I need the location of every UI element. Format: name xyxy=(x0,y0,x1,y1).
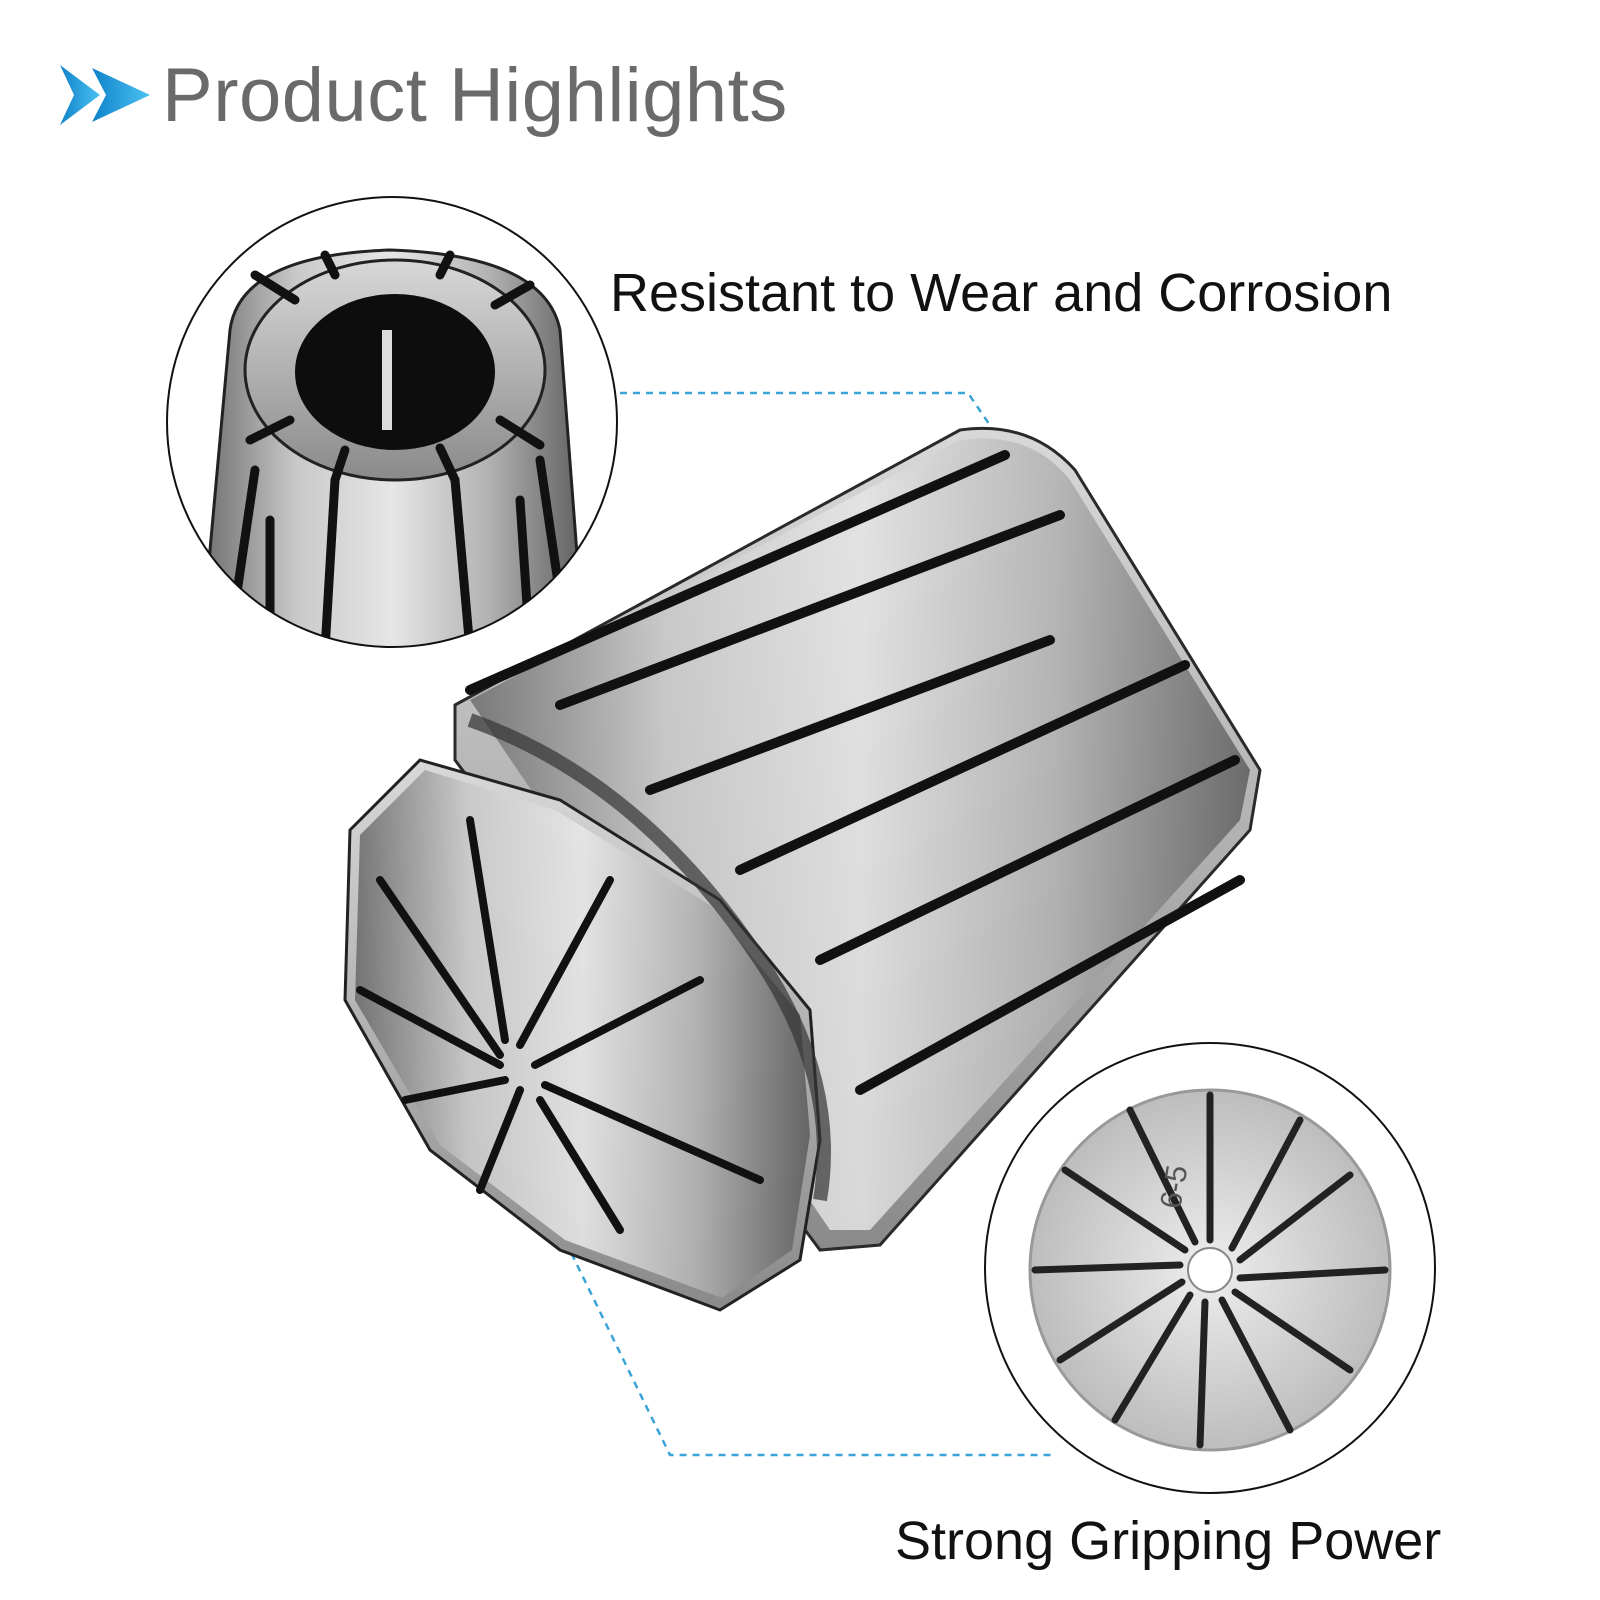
leader-line-bottom xyxy=(558,1229,1055,1457)
callout-wear-resistance: Resistant to Wear and Corrosion xyxy=(610,263,1393,323)
collet-marking: 6-5 xyxy=(1154,1163,1194,1211)
double-chevron-right-icon xyxy=(60,65,150,125)
page-title: Product Highlights xyxy=(162,52,788,138)
callout-gripping-power: Strong Gripping Power xyxy=(895,1511,1442,1571)
leader-line-top xyxy=(620,391,1002,441)
collet-main-image xyxy=(343,426,1262,1312)
detail-circle-bottom: 6-5 xyxy=(984,1042,1436,1494)
detail-circle-top xyxy=(166,196,618,648)
section-header: Product Highlights xyxy=(60,40,788,150)
